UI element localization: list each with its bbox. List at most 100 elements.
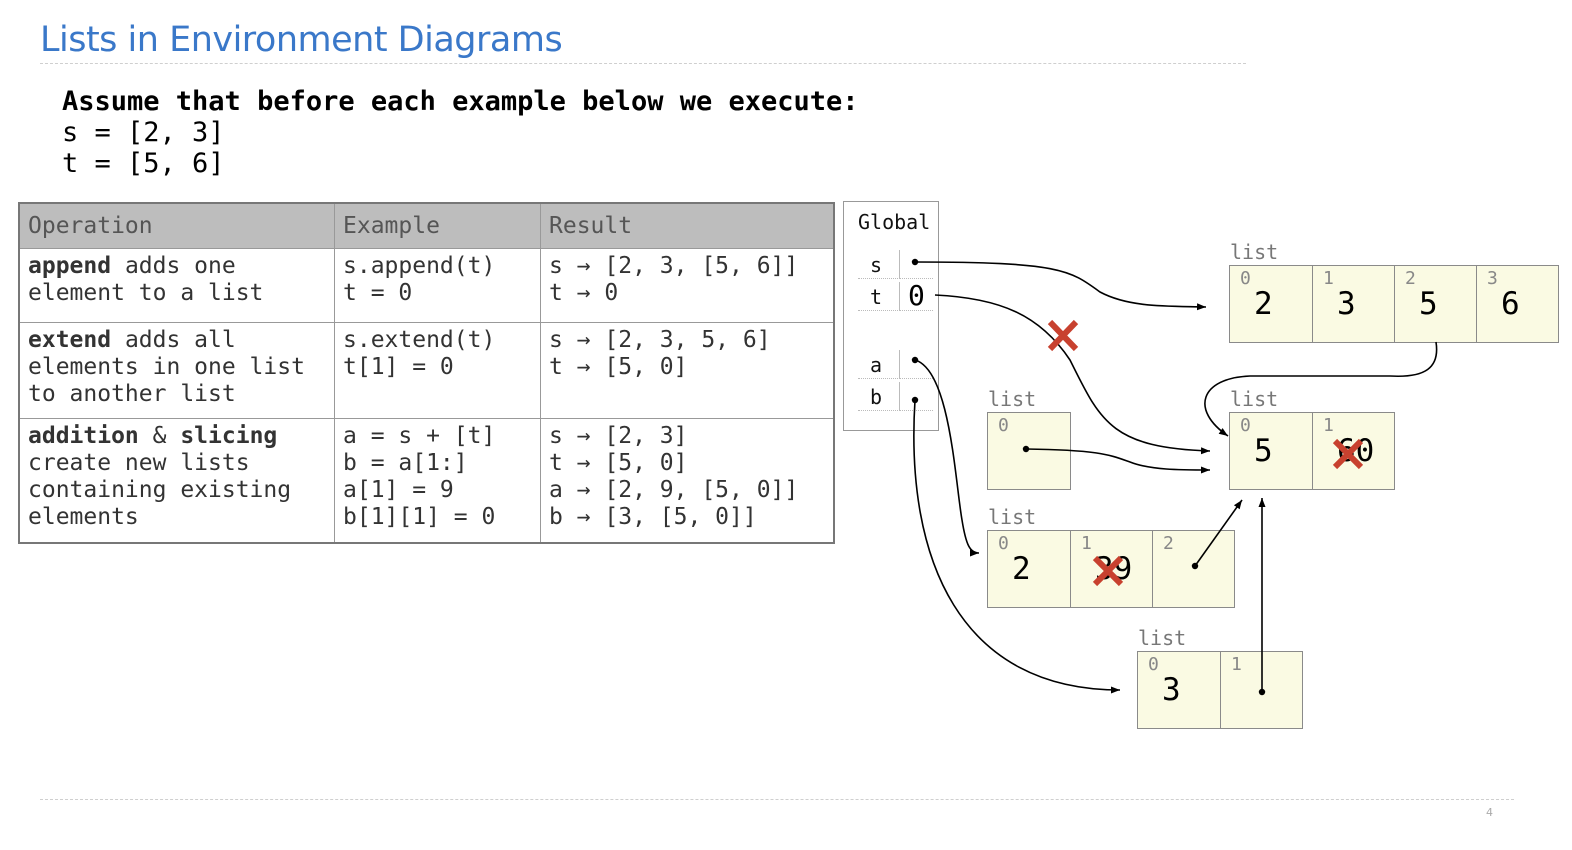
example-line: s.append(t) [343,253,496,279]
example-line: t[1] = 0 [343,354,454,380]
arrow-s2-to-t [1204,341,1438,437]
example-line: t = 0 [343,280,413,306]
page-title: Lists in Environment Diagrams [40,20,563,60]
var-slot-b [899,382,933,411]
result-line: t → 0 [549,280,619,306]
var-value-t: 0 [908,279,925,312]
setup-heading: Assume that before each example below we… [62,86,859,117]
frame-label: Global [858,210,931,234]
setup-line-s: s = [2, 3] [62,117,225,148]
pointer-dot [1191,562,1199,570]
cell-value: 3 [1162,672,1181,708]
op-text: elements [28,504,139,530]
table-header-row: Operation Example Result [18,202,835,249]
list-cell: 0 [988,413,1070,489]
page-number: 4 [1486,806,1493,819]
setup-line-t: t = [5, 6] [62,148,225,179]
var-name-b: b [870,385,883,409]
var-slot-s [899,250,933,279]
var-slot-t: 0 [899,279,933,312]
cell-index: 0 [1148,654,1159,675]
pointer-dot [911,258,919,266]
global-frame: Global s t 0 a b [843,201,939,431]
op-keyword: append [28,253,112,279]
list-label: list [1230,387,1279,411]
setup-code: Assume that before each example below we… [62,86,859,179]
table-row: addition & slicing create new lists cont… [18,418,835,543]
arrow-wrapper-to-t [1025,448,1211,474]
cell-index: 2 [1405,268,1416,289]
result-line: a → [2, 9, [5, 0]] [549,477,799,503]
op-text: containing existing [28,477,292,503]
cell-index: 1 [1081,533,1092,554]
operation-cell: extend adds all elements in one list to … [18,322,335,419]
example-line: a = s + [t] [343,423,496,449]
list-label: list [988,505,1037,529]
pointer-dot [1258,688,1266,696]
pointer-dot [911,356,919,364]
result-cell: s → [2, 3, 5, 6] t → [5, 0] [540,322,835,419]
op-text: create new lists [28,450,250,476]
header-result: Result [540,202,835,249]
op-keyword: addition [28,423,139,449]
cell-index: 1 [1323,268,1334,289]
list-cell: 2 [1152,531,1234,607]
operation-cell: addition & slicing create new lists cont… [18,418,335,543]
op-text: to another list [28,381,236,407]
arrow-a-to-list [914,359,980,557]
result-cell: s → [2, 3, [5, 6]] t → 0 [540,248,835,323]
example-line: b = a[1:] [343,450,468,476]
var-divider [858,310,898,311]
list-label: list [988,387,1037,411]
example-cell: a = s + [t] b = a[1:] a[1] = 9 b[1][1] =… [334,418,541,543]
var-slot-a [899,350,933,379]
cell-index: 0 [1240,415,1251,436]
list-label: list [1230,240,1279,264]
cell-index: 0 [998,415,1009,436]
var-name-a: a [870,353,883,377]
cross-mark-t-pointer [1047,319,1079,352]
var-divider [858,410,898,411]
operations-table: Operation Example Result append adds one… [18,202,835,544]
var-divider [858,278,898,279]
title-divider [40,63,1246,64]
cell-value: 3 [1337,286,1356,322]
cell-value: 2 [1012,551,1031,587]
arrow-b-to-list [913,399,1121,694]
op-keyword: extend [28,327,112,353]
op-keyword: slicing [180,423,278,449]
cell-index: 1 [1323,415,1334,436]
cell-value: 6 [1501,286,1520,322]
result-line: s → [2, 3, [5, 6]] [549,253,799,279]
result-line: b → [3, [5, 0]] [549,504,757,530]
example-line: b[1][1] = 0 [343,504,496,530]
header-example: Example [334,202,541,249]
table-row: extend adds all elements in one list to … [18,322,835,419]
list-wrapper: 0 [987,412,1071,490]
cross-mark-t-element [1332,438,1364,470]
var-name-s: s [870,253,883,277]
op-text: elements in one list [28,354,305,380]
var-divider [858,378,898,379]
result-line: s → [2, 3, 5, 6] [549,327,771,353]
cell-index: 3 [1487,268,1498,289]
arrow-s-to-list [914,261,1207,311]
arrow-a2-to-t [1194,499,1243,567]
pointer-dot [1022,445,1030,453]
result-line: t → [5, 0] [549,354,688,380]
result-line: t → [5, 0] [549,450,688,476]
op-text: adds all [111,327,236,353]
op-text: element to a list [28,280,264,306]
cell-value: 5 [1419,286,1438,322]
cross-mark-a-element [1092,555,1124,587]
arrow-t-to-list [934,294,1211,455]
